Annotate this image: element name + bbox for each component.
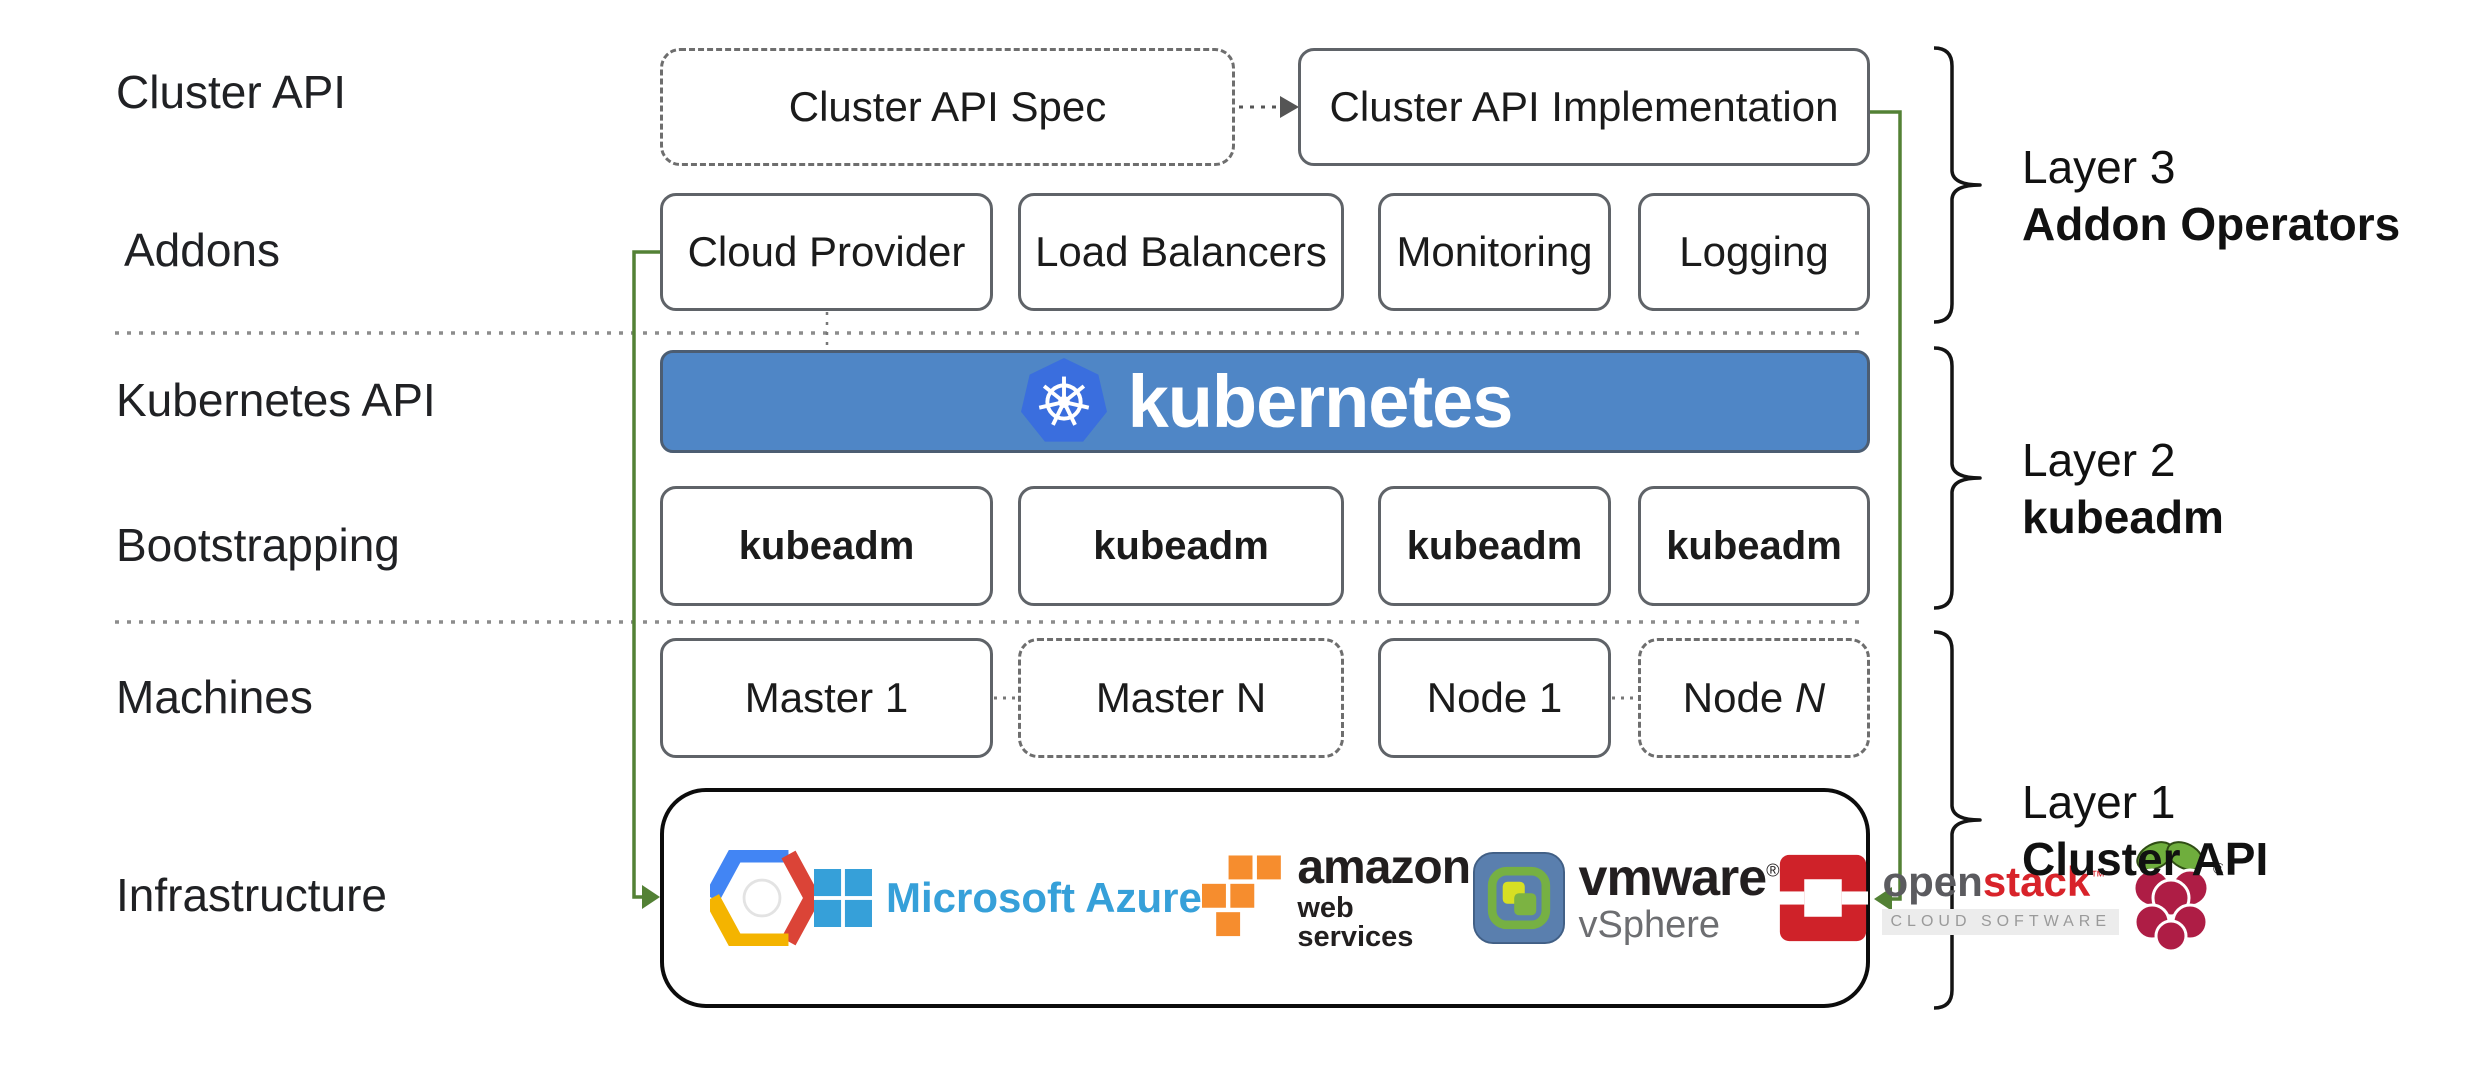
box-cloud-provider: Cloud Provider xyxy=(660,193,993,311)
implementation-to-infrastructure-arrow-icon xyxy=(1870,110,1902,911)
layer3-label: Layer 3 Addon Operators xyxy=(2022,139,2400,253)
kubeadm-label: kubeadm xyxy=(1406,523,1583,568)
layer2-line2: kubeadm xyxy=(2022,491,2224,543)
gcp-logo xyxy=(710,850,814,946)
box-load-balancers: Load Balancers xyxy=(1018,193,1344,311)
vmware-logo: vmware® vSphere xyxy=(1472,849,1780,946)
raspberrypi-logo-icon: ® xyxy=(2132,841,2223,953)
layer2-line1: Layer 2 xyxy=(2022,434,2176,486)
raspberrypi-logo: ® xyxy=(2119,836,2223,960)
box-cluster-api-spec: Cluster API Spec xyxy=(660,48,1235,166)
box-monitoring: Monitoring xyxy=(1378,193,1611,311)
cloud-provider-label: Cloud Provider xyxy=(687,228,966,275)
layer1-line2: Cluster API xyxy=(2022,833,2269,885)
aws-logo-icon xyxy=(1201,855,1281,937)
logging-label: Logging xyxy=(1679,228,1829,275)
layer2-label: Layer 2 kubeadm xyxy=(2022,432,2224,546)
openstack-subtext: CLOUD SOFTWARE xyxy=(1882,909,2120,935)
kubernetes-banner: kubernetes xyxy=(660,350,1870,453)
azure-logo: Microsoft Azure xyxy=(814,869,1202,927)
box-kubeadm-1: kubeadm xyxy=(660,486,993,606)
spec-to-impl-arrow-icon xyxy=(1239,96,1299,118)
openstack-logo: openstack™ CLOUD SOFTWARE xyxy=(1778,853,2120,943)
layer1-brace xyxy=(1933,630,1982,1010)
master-n-label: Master N xyxy=(1095,674,1267,721)
kubernetes-wordmark: kubernetes xyxy=(1127,360,1514,443)
kubeadm-label: kubeadm xyxy=(1666,523,1842,568)
vmware-logo-icon xyxy=(1472,852,1565,944)
raspberrypi-registered-mark: ® xyxy=(2213,861,2223,878)
box-infrastructure-providers: Microsoft Azure amazon web services xyxy=(660,788,2223,1008)
layer1-label: Layer 1 Cluster API xyxy=(2022,774,2268,888)
kubeadm-label: kubeadm xyxy=(738,523,915,568)
cloudprovider-to-infrastructure-arrow-icon xyxy=(632,250,660,909)
row-label-kubernetes-api: Kubernetes API xyxy=(116,374,436,426)
layer3-line1: Layer 3 xyxy=(2022,141,2176,193)
kubernetes-logo-icon xyxy=(1020,357,1107,442)
box-node-1: Node 1 xyxy=(1378,638,1611,758)
box-node-n: Node N xyxy=(1638,638,1870,758)
layer3-line2: Addon Operators xyxy=(2022,198,2401,250)
layer3-brace xyxy=(1933,46,1982,324)
master-1-label: Master 1 xyxy=(744,674,909,721)
box-cluster-api-implementation: Cluster API Implementation xyxy=(1298,48,1870,166)
kubeadm-label: kubeadm xyxy=(1093,523,1269,568)
gcp-logo-icon xyxy=(710,850,814,946)
azure-logo-icon xyxy=(814,869,872,927)
box-kubeadm-4: kubeadm xyxy=(1638,486,1870,606)
cluster-api-implementation-label: Cluster API Implementation xyxy=(1329,83,1839,130)
aws-logo: amazon web services xyxy=(1201,841,1473,953)
aws-wordmark: amazon xyxy=(1297,841,1471,894)
load-balancers-label: Load Balancers xyxy=(1035,228,1327,275)
row-label-addons: Addons xyxy=(124,224,281,276)
vmware-wordmark: vmware® xyxy=(1578,849,1780,907)
box-logging: Logging xyxy=(1638,193,1870,311)
row-label-infrastructure: Infrastructure xyxy=(116,869,387,921)
azure-wordmark: Microsoft Azure xyxy=(886,874,1202,921)
row-label-machines: Machines xyxy=(116,671,313,723)
aws-subtext: web services xyxy=(1297,892,1414,953)
box-kubeadm-3: kubeadm xyxy=(1378,486,1611,606)
node-n-label: Node N xyxy=(1682,674,1826,721)
row-label-bootstrapping: Bootstrapping xyxy=(116,519,400,571)
openstack-logo-icon xyxy=(1778,854,1869,942)
vsphere-label: vSphere xyxy=(1578,904,1721,946)
monitoring-label: Monitoring xyxy=(1396,228,1593,275)
openstack-wordmark: openstack™ xyxy=(1882,858,2106,905)
cluster-api-spec-label: Cluster API Spec xyxy=(788,83,1107,130)
layer1-line1: Layer 1 xyxy=(2022,776,2176,828)
box-master-1: Master 1 xyxy=(660,638,993,758)
row-label-cluster-api: Cluster API xyxy=(116,66,347,118)
box-kubeadm-2: kubeadm xyxy=(1018,486,1344,606)
box-master-n: Master N xyxy=(1018,638,1344,758)
layer2-brace xyxy=(1933,346,1982,610)
node-1-label: Node 1 xyxy=(1426,674,1563,721)
